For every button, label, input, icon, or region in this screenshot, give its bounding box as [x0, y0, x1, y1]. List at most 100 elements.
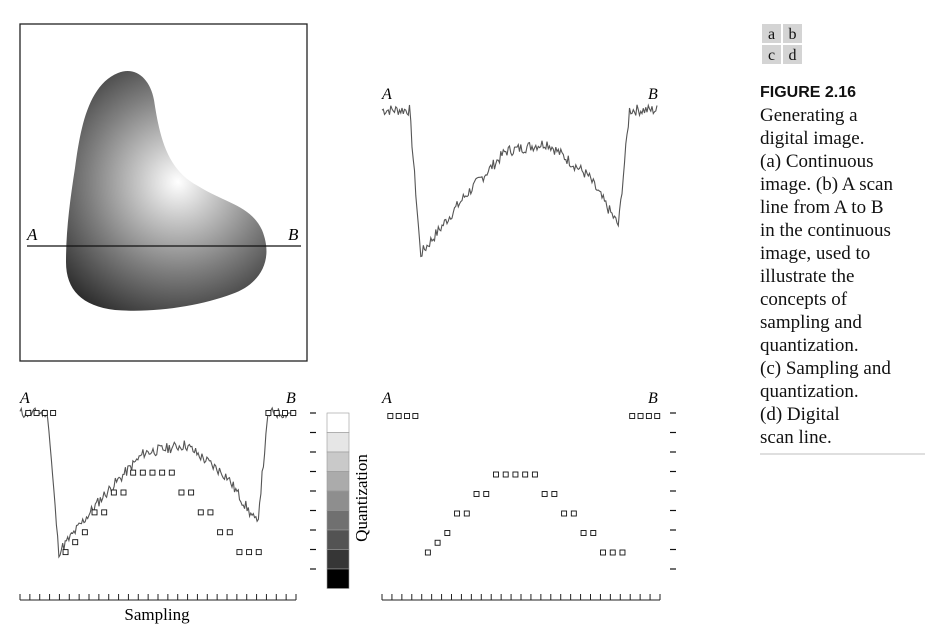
caption-line: (d) Digital: [760, 404, 840, 425]
gray-level-swatch: [326, 529, 350, 550]
digital-sample: [541, 491, 548, 497]
digital-sample: [531, 471, 538, 478]
label-b: B: [648, 390, 658, 407]
digital-sample: [454, 510, 461, 517]
gray-scale-bar: [326, 412, 350, 589]
gray-level-swatch: [326, 549, 350, 570]
quantization-ticks: [310, 412, 316, 570]
digital-sample: [629, 413, 636, 419]
label-a: A: [381, 86, 392, 103]
panel-b: A B: [381, 86, 658, 258]
label-b: B: [286, 390, 296, 407]
sample-marker: [282, 410, 288, 416]
gray-level-swatch: [326, 412, 350, 433]
sample-marker: [159, 469, 166, 476]
panel-letter-b: b: [789, 26, 797, 43]
sample-marker: [50, 410, 57, 416]
gray-level-swatch: [326, 568, 350, 589]
sample-marker: [91, 509, 98, 516]
gray-level-swatch: [326, 490, 350, 511]
figure-title: FIGURE 2.16: [760, 84, 856, 101]
caption-line: illustrate the: [760, 266, 854, 287]
digital-sample: [473, 491, 480, 497]
sample-marker: [41, 410, 48, 416]
panel-a: A B: [19, 23, 308, 362]
gray-level-swatch: [326, 510, 350, 531]
digital-sample: [387, 413, 394, 419]
panel-d: A B: [381, 390, 676, 601]
sample-marker: [130, 469, 137, 476]
sample-markers: [25, 410, 297, 556]
caption-line: quantization.: [760, 381, 859, 402]
digital-sample: [619, 549, 626, 556]
digital-sample: [444, 530, 451, 536]
digital-sample: [551, 491, 558, 497]
sample-marker: [226, 529, 233, 536]
label-a: A: [19, 390, 30, 407]
scan-line-profile: [381, 103, 658, 258]
sampling-ticks: [381, 594, 661, 600]
caption-line: digital image.: [760, 128, 864, 149]
digital-sample: [463, 510, 470, 517]
digital-sample: [424, 549, 431, 556]
caption-line: sampling and: [760, 312, 862, 333]
digital-sample: [609, 549, 616, 556]
panel-grid: a b c d: [762, 24, 802, 64]
caption-line: in the continuous: [760, 220, 891, 241]
caption-line: Generating a: [760, 105, 858, 126]
gray-level-swatch: [326, 451, 350, 472]
caption-line: quantization.: [760, 335, 859, 356]
label-b: B: [288, 225, 299, 244]
panel-letter-a: a: [768, 26, 775, 43]
sample-marker: [236, 549, 243, 556]
sample-marker: [120, 489, 127, 496]
caption-line: scan line.: [760, 427, 832, 448]
label-b: B: [648, 86, 658, 103]
digital-sample: [434, 539, 441, 546]
sample-marker: [81, 529, 88, 536]
digital-sample: [654, 413, 661, 419]
panel-letter-c: c: [768, 47, 775, 64]
sample-marker: [207, 509, 214, 516]
caption: a b c d FIGURE 2.16 Generating adigital …: [760, 24, 925, 455]
caption-line: (c) Sampling and: [760, 358, 891, 379]
digital-sample: [580, 530, 587, 536]
digital-sample: [512, 471, 519, 478]
caption-line: image, used to: [760, 243, 870, 264]
sample-marker: [188, 489, 195, 496]
panel-c: A B Sampling Quantization: [19, 390, 371, 624]
caption-line: line from A to B: [760, 197, 884, 218]
label-a: A: [381, 390, 392, 407]
sampling-label: Sampling: [124, 605, 190, 624]
sample-marker: [139, 469, 146, 476]
sample-marker: [168, 469, 175, 476]
digital-sample: [404, 413, 410, 419]
scan-line-profile: [19, 406, 297, 559]
sample-marker: [255, 549, 262, 556]
digital-sample: [637, 413, 644, 419]
digital-sample: [600, 549, 606, 556]
caption-line: image. (b) A scan: [760, 174, 893, 195]
sample-marker: [265, 410, 272, 416]
digital-sample: [483, 491, 490, 497]
quantization-ticks: [670, 412, 676, 570]
continuous-image-blob: [66, 71, 267, 311]
sample-marker: [246, 549, 253, 556]
sample-marker: [110, 489, 117, 496]
sample-marker: [290, 410, 297, 416]
caption-line: (a) Continuous: [760, 151, 873, 172]
caption-line: concepts of: [760, 289, 848, 310]
gray-level-swatch: [326, 471, 350, 492]
sample-marker: [273, 410, 280, 416]
sample-marker: [197, 509, 204, 516]
digital-sample: [645, 413, 652, 419]
digital-samples: [387, 413, 661, 556]
digital-sample: [590, 530, 597, 536]
label-a: A: [26, 225, 38, 244]
digital-sample: [502, 471, 509, 478]
digital-sample: [412, 413, 419, 419]
gray-level-swatch: [326, 432, 350, 453]
sample-marker: [62, 549, 69, 556]
